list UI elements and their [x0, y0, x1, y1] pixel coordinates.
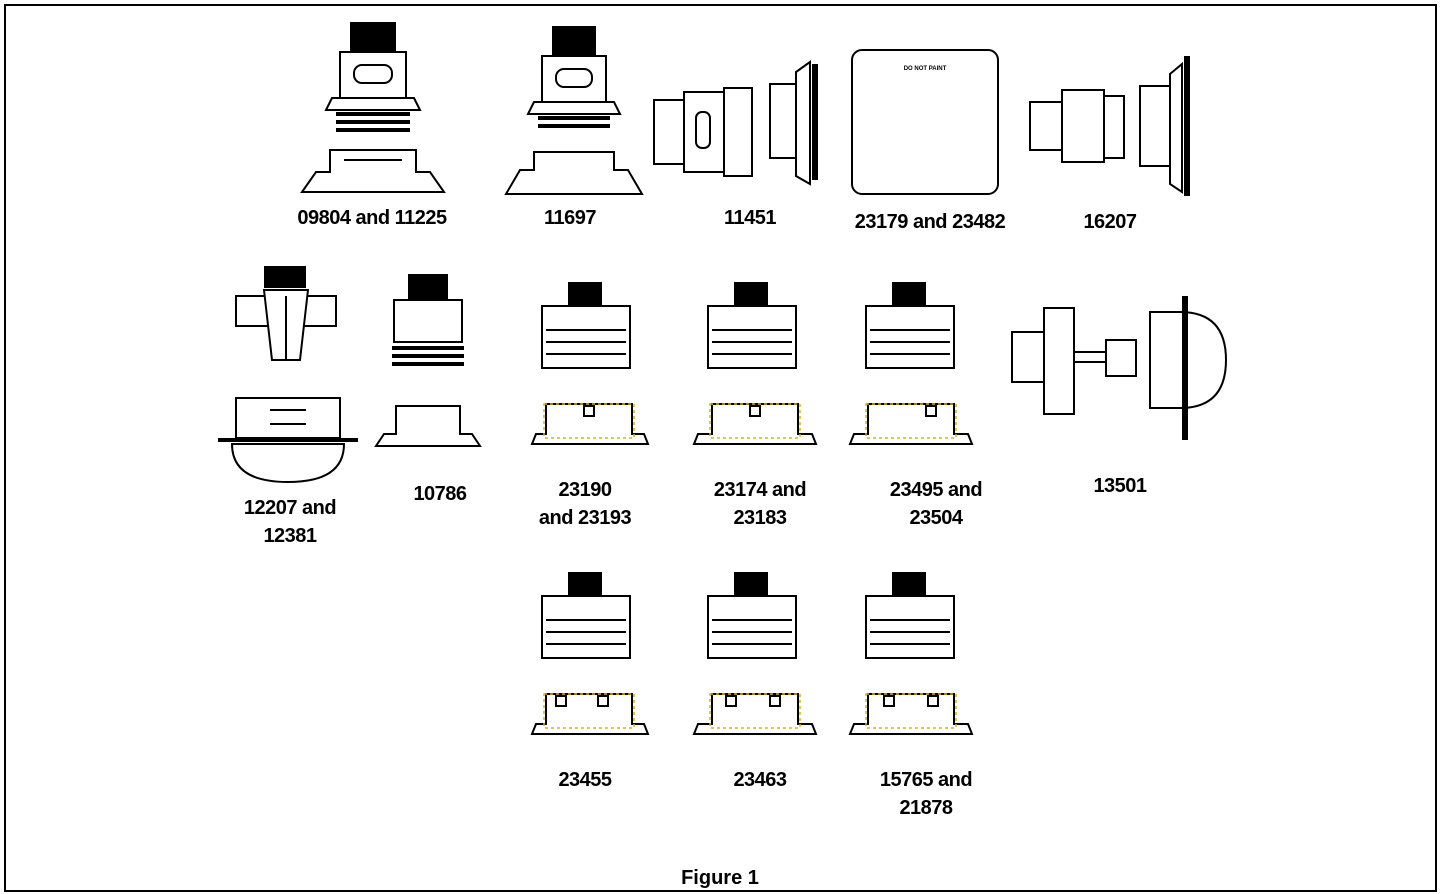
- label-15765-line2: 21878: [899, 797, 953, 819]
- sprinkler-16207-drawing: [1029, 56, 1190, 196]
- label-12207-line1: 12207 and: [243, 497, 337, 519]
- label-23174-line1: 23174 and: [713, 479, 807, 501]
- sprinkler-13501-drawing: [1011, 296, 1228, 440]
- label-23174-line2: 23183: [733, 507, 787, 529]
- label-11697: 11697: [543, 207, 597, 229]
- sprinkler-23463-drawing: [692, 572, 818, 735]
- label-11451: 11451: [723, 207, 777, 229]
- label-23495-line2: 23504: [909, 507, 963, 529]
- label-10786: 10786: [413, 483, 467, 505]
- label-23179-23482: 23179 and 23482: [854, 211, 1006, 233]
- label-15765-line1: 15765 and: [879, 769, 973, 791]
- label-23455: 23455: [558, 769, 612, 791]
- label-12207-line2: 12381: [263, 525, 317, 547]
- sprinkler-15765-drawing: [848, 572, 974, 735]
- label-23463: 23463: [733, 769, 787, 791]
- label-13501: 13501: [1093, 475, 1147, 497]
- label-09804-11225: 09804 and 11225: [297, 207, 447, 229]
- sprinkler-23174-drawing: [692, 282, 818, 445]
- sprinkler-11451-drawing: [653, 60, 818, 186]
- label-23190-line2: and 23193: [538, 507, 632, 529]
- label-16207: 16207: [1083, 211, 1137, 233]
- sprinkler-23495-drawing: [848, 282, 974, 445]
- label-23495-line1: 23495 and: [889, 479, 983, 501]
- figure-frame: [4, 4, 1437, 892]
- label-23190-line1: 23190: [558, 479, 612, 501]
- figure-caption: Figure 1: [681, 867, 759, 889]
- sprinkler-11697-drawing: [504, 26, 644, 195]
- cover-plate-text: DO NOT PAINT: [904, 66, 947, 72]
- sprinkler-23190-drawing: [530, 282, 650, 445]
- cover-plate-23179-drawing: DO NOT PAINT: [851, 49, 999, 195]
- sprinkler-10786-drawing: [374, 274, 482, 447]
- sprinkler-09804-drawing: [300, 22, 446, 193]
- sprinkler-12207-drawing: [218, 266, 358, 484]
- sprinkler-23455-drawing: [530, 572, 650, 735]
